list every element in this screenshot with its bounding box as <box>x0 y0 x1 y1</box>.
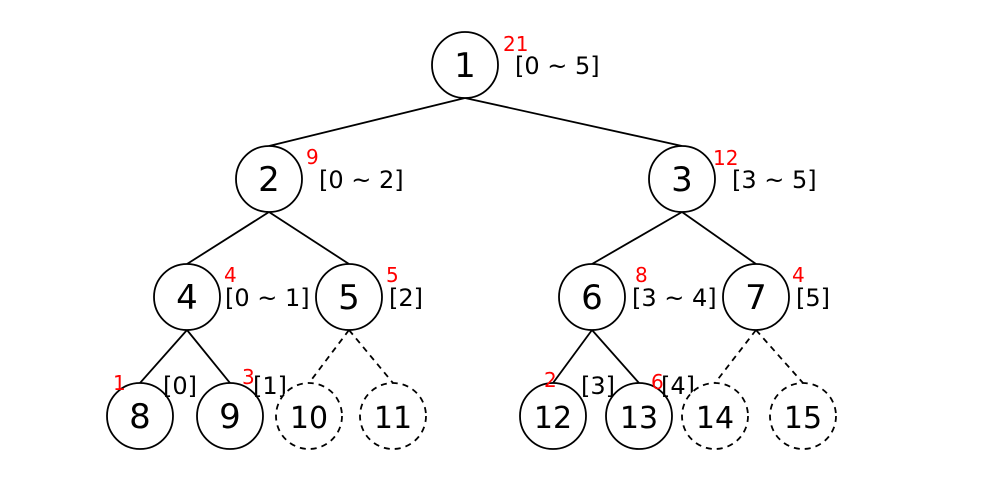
node-circle-9 <box>196 382 264 450</box>
edge-7-14 <box>714 329 757 384</box>
node-circle-3 <box>648 145 716 213</box>
node-circle-1 <box>431 31 499 99</box>
tree-node-12: 12 [3] 2 <box>519 368 615 450</box>
node-sum-5: 5 <box>386 263 399 287</box>
node-circle-10 <box>275 382 343 450</box>
node-circle-8 <box>106 382 174 450</box>
edge-4-8 <box>139 329 188 384</box>
node-number-9: 9 <box>219 397 241 437</box>
edge-3-7 <box>681 211 757 265</box>
node-circle-15 <box>769 382 837 450</box>
tree-node-4: 4[0 ~ 1]4 <box>153 263 310 331</box>
node-circle-11 <box>359 382 427 450</box>
node-range-3: [3 ~ 5] <box>732 166 817 194</box>
node-number-10: 10 <box>290 401 328 436</box>
node-range-4: [0 ~ 1] <box>225 284 310 312</box>
node-circle-4 <box>153 263 221 331</box>
node-circle-12 <box>519 382 587 450</box>
node-number-12: 12 <box>534 401 572 436</box>
node-range-2: [0 ~ 2] <box>319 166 404 194</box>
edge-6-12 <box>552 329 593 384</box>
nodes-layer: 1[0 ~ 5]212[0 ~ 2]93[3 ~ 5]124[0 ~ 1]45[… <box>106 31 837 450</box>
edge-7-15 <box>755 329 804 384</box>
node-range-9: [1] <box>253 372 287 400</box>
node-number-8: 8 <box>129 397 151 437</box>
node-range-12: [3] <box>581 372 615 400</box>
node-circle-6 <box>558 263 626 331</box>
node-number-3: 3 <box>671 160 693 200</box>
edge-2-4 <box>186 211 270 265</box>
tree-node-5: 5[2]5 <box>315 263 423 331</box>
edge-1-2 <box>268 97 466 147</box>
node-number-2: 2 <box>258 160 280 200</box>
node-number-6: 6 <box>581 278 603 318</box>
tree-node-3: 3 [3 ~ 5]12 <box>648 145 817 213</box>
node-range-7: [5] <box>796 284 830 312</box>
edge-4-9 <box>186 329 231 384</box>
node-circle-13 <box>605 382 673 450</box>
node-number-4: 4 <box>176 278 198 318</box>
node-sum-9: 3 <box>242 365 255 389</box>
node-sum-8: 1 <box>113 371 126 395</box>
tree-node-14: 14 <box>681 382 749 450</box>
edge-2-5 <box>268 211 350 265</box>
node-number-7: 7 <box>745 278 767 318</box>
tree-node-1: 1 [0 ~ 5]21 <box>431 31 600 99</box>
node-sum-6: 8 <box>635 263 648 287</box>
node-sum-12: 2 <box>544 368 557 392</box>
node-number-15: 15 <box>784 401 822 436</box>
tree-node-13: 13[4]6 <box>605 370 695 450</box>
tree-node-6: 6 [3 ~ 4]8 <box>558 263 717 331</box>
node-number-5: 5 <box>338 278 360 318</box>
node-circle-5 <box>315 263 383 331</box>
node-number-14: 14 <box>696 401 734 436</box>
node-sum-1: 21 <box>503 32 528 56</box>
tree-node-9: 9 [1]3 <box>196 365 287 450</box>
node-range-8: [0] <box>163 372 197 400</box>
tree-node-15: 15 <box>769 382 837 450</box>
tree-node-7: 7 [5]4 <box>722 263 830 331</box>
edge-6-13 <box>591 329 640 384</box>
node-sum-4: 4 <box>224 263 237 287</box>
edge-5-10 <box>308 329 350 384</box>
edge-5-11 <box>348 329 394 384</box>
edge-3-6 <box>591 211 683 265</box>
node-sum-2: 9 <box>306 145 319 169</box>
node-sum-7: 4 <box>792 263 805 287</box>
tree-node-2: 2 [0 ~ 2]9 <box>235 145 404 213</box>
tree-node-8: 8 [0] 1 <box>106 371 197 450</box>
node-number-1: 1 <box>454 46 476 86</box>
node-circle-14 <box>681 382 749 450</box>
edges-layer <box>139 97 804 384</box>
node-number-13: 13 <box>620 401 658 436</box>
node-circle-2 <box>235 145 303 213</box>
node-number-11: 11 <box>374 401 412 436</box>
node-sum-3: 12 <box>713 146 738 170</box>
edge-1-3 <box>464 97 683 147</box>
node-range-6: [3 ~ 4] <box>632 284 717 312</box>
tree-node-11: 11 <box>359 382 427 450</box>
tree-node-10: 10 <box>275 382 343 450</box>
node-range-1: [0 ~ 5] <box>515 52 600 80</box>
node-circle-7 <box>722 263 790 331</box>
node-range-5: [2] <box>389 284 423 312</box>
node-sum-13: 6 <box>651 370 664 394</box>
